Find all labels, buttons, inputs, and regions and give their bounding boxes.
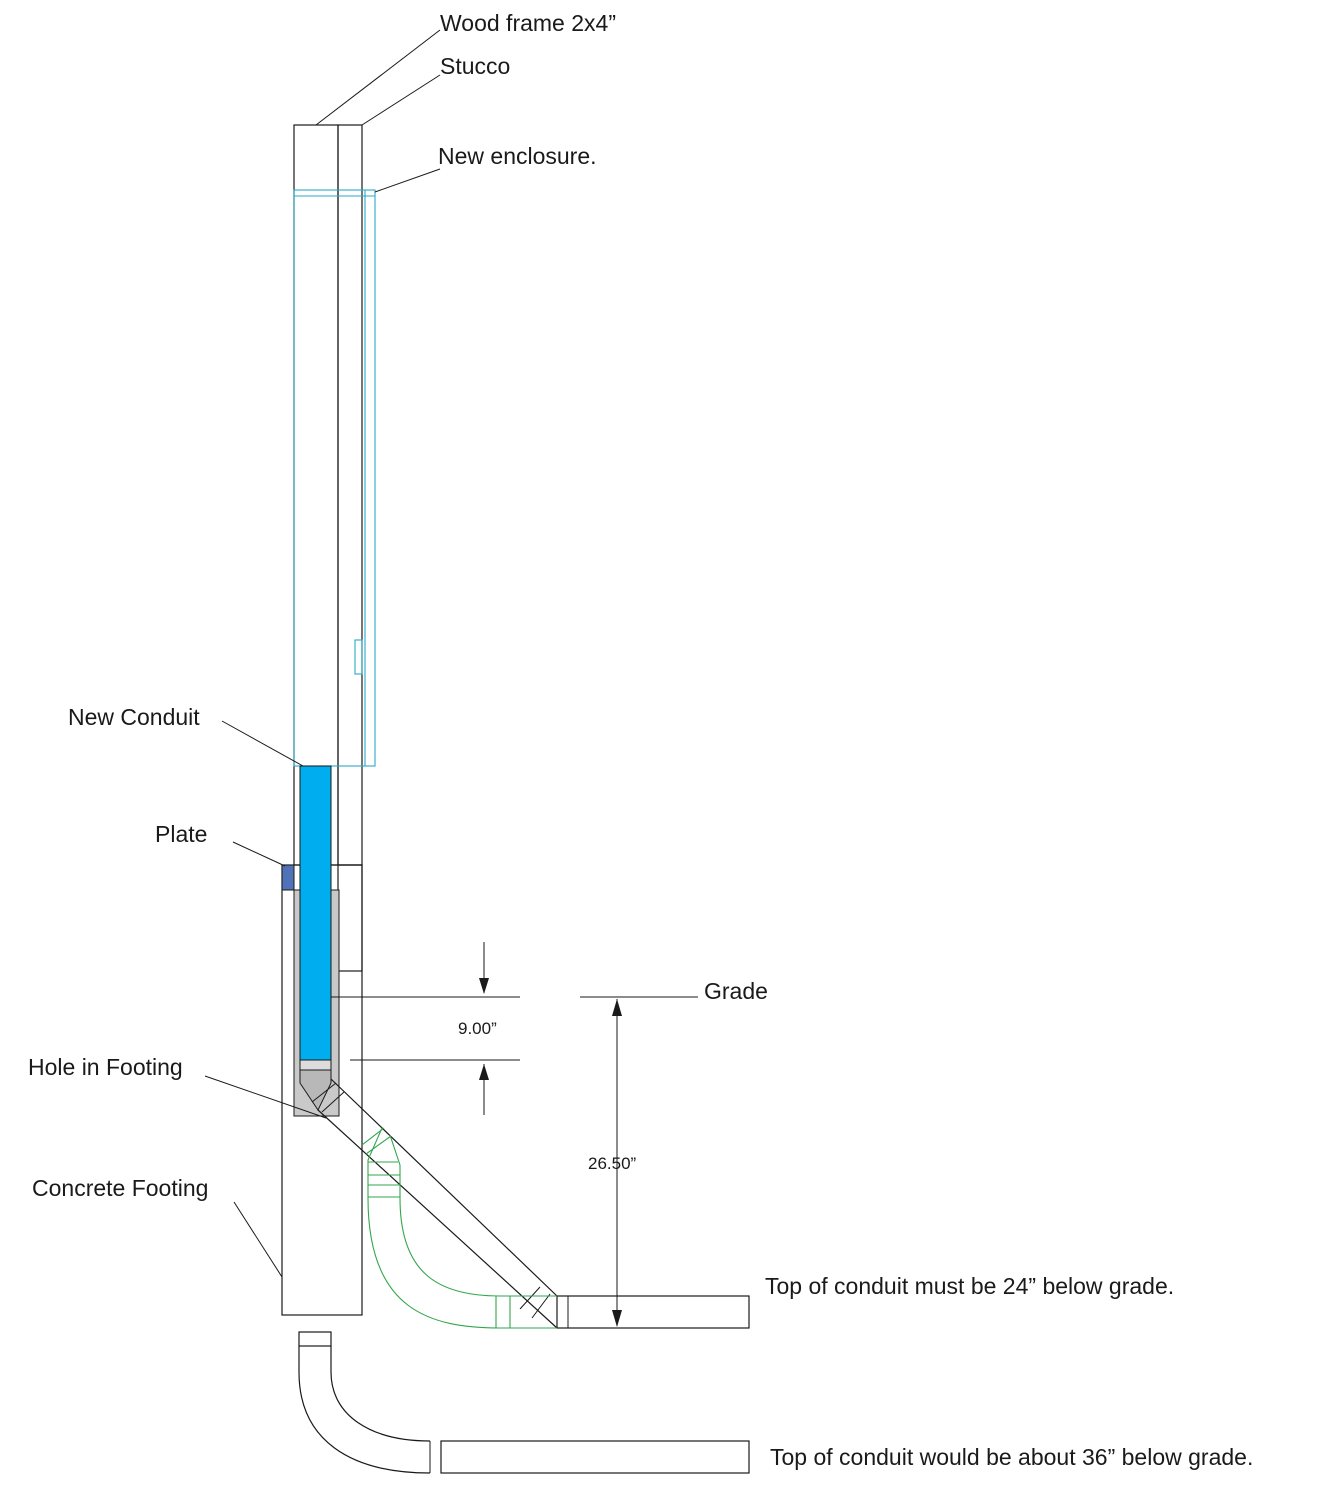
wall-section [293,124,363,866]
label-new-enclosure: New enclosure. [438,143,597,169]
enclosure-latch [354,639,363,675]
labels: Wood frame 2x4” Stucco New enclosure. Ne… [28,10,1253,1470]
label-plate: Plate [155,821,207,847]
plate [281,864,295,891]
new-conduit [299,765,332,1112]
dimension-26-5in [612,999,622,1327]
label-concrete-footing: Concrete Footing [32,1175,208,1201]
label-note-36: Top of conduit would be about 36” below … [770,1444,1253,1470]
mudsill [337,864,363,972]
label-wood-frame: Wood frame 2x4” [440,10,616,36]
horizontal-conduit-24 [556,1295,750,1329]
label-note-24: Top of conduit must be 24” below grade. [765,1273,1174,1299]
alt-conduit-sweep [361,1127,557,1329]
leader-lines [204,29,441,1278]
dimension-label-26-5in: 26.50” [588,1154,637,1173]
label-grade: Grade [704,978,768,1004]
label-stucco: Stucco [440,53,510,79]
diagonal-conduit [311,1078,569,1329]
dimension-9in [479,942,489,1115]
new-enclosure [293,189,376,767]
label-hole-in-footing: Hole in Footing [28,1054,183,1080]
grade-line [331,996,698,1061]
wood-frame [293,124,339,866]
stucco-layer [337,124,363,866]
label-new-conduit: New Conduit [68,704,200,730]
dimension-label-9in: 9.00” [458,1019,497,1038]
deep-conduit-36 [298,1331,750,1474]
